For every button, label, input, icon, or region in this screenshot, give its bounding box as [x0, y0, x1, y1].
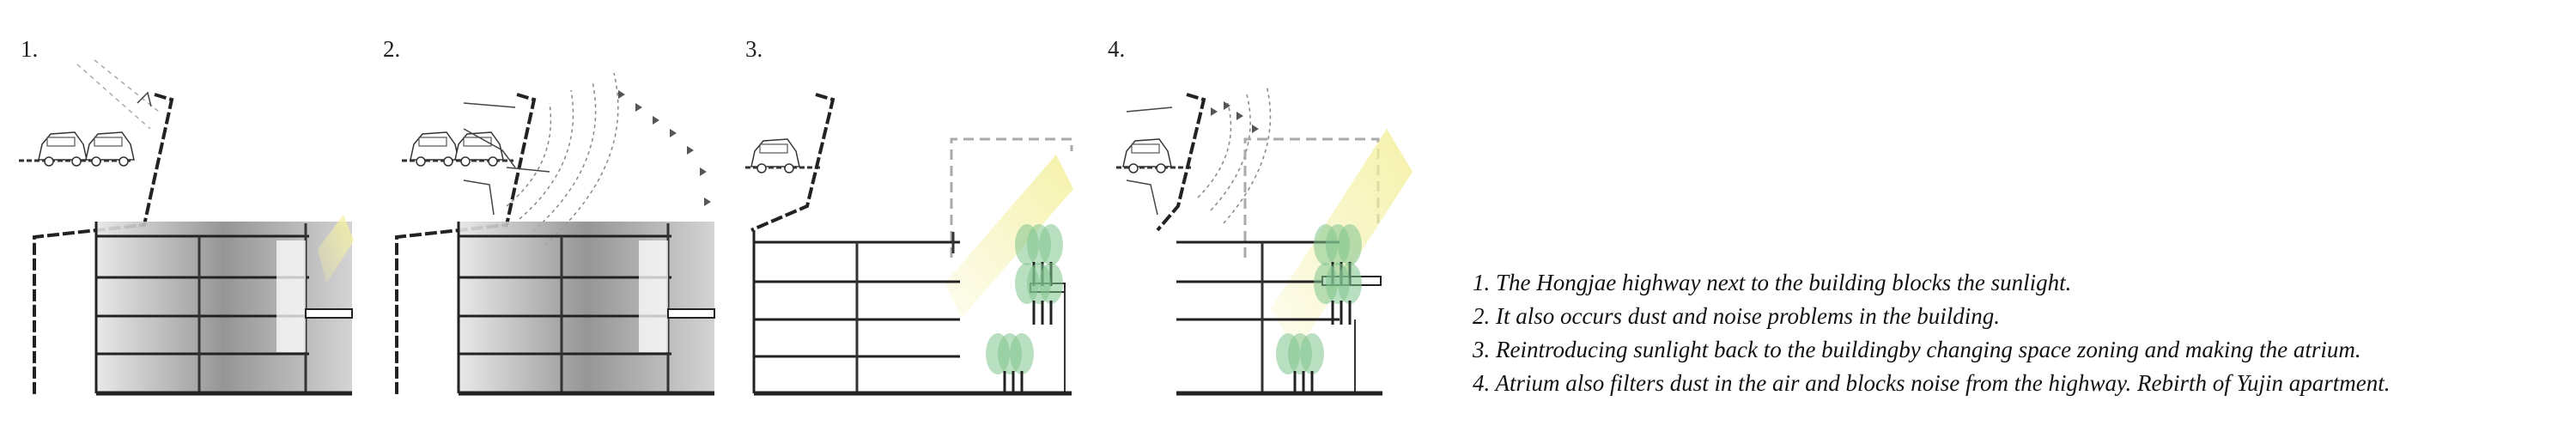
panel-number-1: 1.	[21, 36, 39, 62]
panel-4	[1116, 85, 1413, 397]
panel-1	[19, 59, 354, 396]
panel-2	[395, 72, 715, 396]
dust-markers	[1211, 101, 1259, 133]
caption-4: 4. Atrium also filters dust in the air a…	[1473, 370, 2391, 396]
caption-3: 3. Reintroducing sunlight back to the bu…	[1473, 337, 2361, 362]
dust-markers	[618, 90, 711, 206]
car-icon	[85, 131, 135, 167]
panel-3	[745, 93, 1073, 397]
caption-1: 1. The Hongjae highway next to the build…	[1473, 270, 2072, 295]
tree-icon	[1274, 332, 1326, 397]
panel-number-4: 4.	[1108, 36, 1126, 62]
tree-icon	[984, 332, 1036, 397]
car-icon	[750, 138, 800, 173]
caption-list: 1. The Hongjae highway next to the build…	[1473, 266, 2391, 400]
panel-number-2: 2.	[383, 36, 401, 62]
tree-icon	[1013, 261, 1065, 326]
panel-number-3: 3.	[745, 36, 763, 62]
tree-icon	[1312, 261, 1364, 326]
caption-2: 2. It also occurs dust and noise problem…	[1473, 303, 2000, 329]
